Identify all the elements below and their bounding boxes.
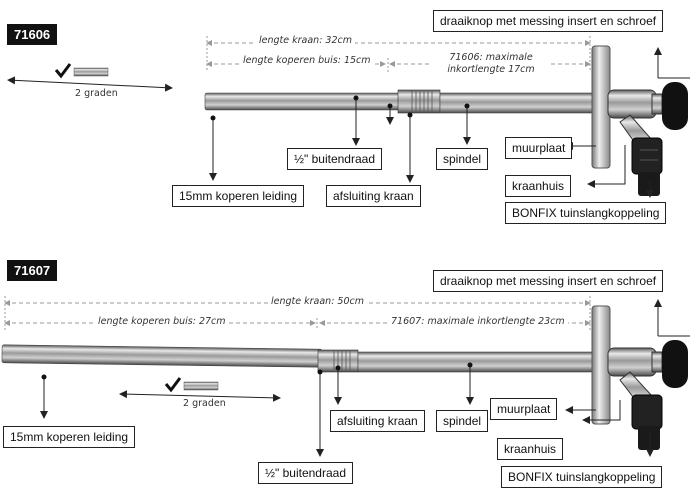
model-badge-71607: 71607 — [7, 260, 58, 281]
shutoff-sleeve — [397, 89, 441, 114]
label-body-71606: kraanhuis — [505, 175, 572, 197]
dim-pipe-length-71606: lengte koperen buis: 15cm — [240, 55, 374, 67]
model-badge-71606: 71606 — [7, 24, 58, 45]
spindle-tube — [439, 92, 596, 114]
label-coupling-71607: BONFIX tuinslangkoppeling — [501, 466, 663, 488]
label-knob-71607: draaiknop met messing insert en schroef — [433, 270, 664, 292]
label-copper-pipe-71607: 15mm koperen leiding — [3, 426, 136, 448]
grade-label-71606: 2 graden — [75, 88, 118, 99]
leaders-71606 — [209, 47, 690, 198]
label-shutoff-71606: afsluiting kraan — [326, 185, 421, 207]
label-body-71607: kraanhuis — [497, 438, 564, 460]
wall-plate — [591, 45, 611, 169]
grade-indicator-71606 — [7, 63, 173, 92]
label-coupling-71606: BONFIX tuinslangkoppeling — [505, 202, 667, 224]
label-wall-plate-71607: muurplaat — [490, 398, 558, 420]
label-spindle-71607: spindel — [436, 410, 489, 432]
dim-pipe-length-71607: lengte koperen buis: 27cm — [95, 316, 229, 328]
grade-label-71607: 2 graden — [183, 398, 226, 409]
grade-indicator-71607 — [119, 377, 281, 402]
label-thread-71607: ½" buitendraad — [258, 462, 353, 484]
leaders-71607 — [40, 299, 690, 457]
label-spindle-71606: spindel — [436, 148, 489, 170]
label-shutoff-71607: afsluiting kraan — [330, 410, 425, 432]
label-knob-71606: draaiknop met messing insert en schroef — [433, 10, 664, 32]
tap-71606 — [204, 36, 688, 196]
label-copper-pipe-71606: 15mm koperen leiding — [172, 185, 305, 207]
copper-pipe — [204, 92, 401, 111]
label-wall-plate-71606: muurplaat — [505, 137, 573, 159]
dim-max-insert-71607: 71607: maximale inkortlengte 23cm — [388, 316, 568, 328]
coupling-body — [631, 137, 663, 175]
dim-tap-length-71607: lengte kraan: 50cm — [268, 296, 367, 308]
tap-body — [607, 89, 657, 119]
knob — [662, 82, 688, 130]
label-thread-71606: ½" buitendraad — [287, 148, 382, 170]
dim-tap-length-71606: lengte kraan: 32cm — [256, 35, 355, 47]
dim-max-insert-71606: 71606: maximale inkortlengte 17cm — [432, 52, 550, 76]
tap-71607 — [1, 296, 688, 450]
